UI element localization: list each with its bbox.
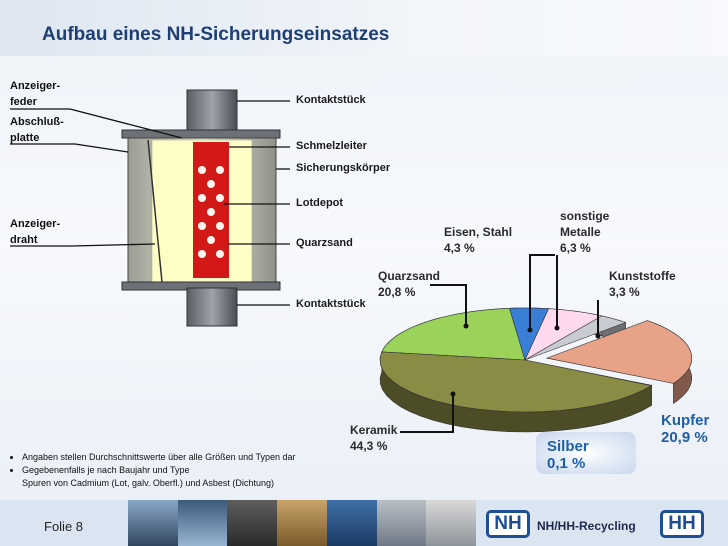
label-anzeiger-feder: Anzeiger- feder (10, 80, 61, 108)
pie-label-kupfer: Kupfer 20,9 % (661, 412, 710, 446)
label-kontaktstueck-bottom: Kontaktstück (296, 298, 366, 310)
label-sicherungskoerper: Sicherungskörper (296, 162, 391, 174)
bottom-contact (186, 287, 238, 327)
top-contact (186, 89, 238, 133)
note-item: Spuren von Cadmium (Lot, galv. Oberfl.) … (22, 478, 274, 488)
pie-label-silber: Silber 0,1 % (547, 438, 589, 472)
pie-slice-keramik (379, 351, 653, 413)
pie-leader-dot (554, 325, 560, 331)
page-title: Aufbau eines NH-Sicherungseinsatzes (42, 24, 390, 45)
fuse-diagram (10, 89, 290, 327)
hh-logo: HH (660, 510, 704, 538)
title-bar: Aufbau eines NH-Sicherungseinsatzes (0, 0, 728, 56)
label-schmelzleiter: Schmelzleiter (296, 140, 367, 152)
pie-slice-kupfer (545, 320, 692, 384)
label-kontaktstueck-top: Kontaktstück (296, 94, 366, 106)
pie-label-eisen-stahl: Eisen, Stahl 4,3 % (444, 225, 513, 255)
pie-leader-line (529, 254, 555, 330)
label-quarzsand-fuse: Quarzsand (296, 237, 353, 249)
leader-lines (10, 100, 290, 306)
label-lotdepot: Lotdepot (296, 197, 344, 209)
footnotes: Angaben stellen Durchschnittswerte über … (10, 451, 296, 490)
pie-leader-dot (527, 327, 533, 333)
brand-text: NH/HH-Recycling (537, 519, 636, 533)
slide-number: Folie 8 (44, 519, 84, 534)
pie-label-sonstige-metalle: sonstige Metalle 6,3 % (560, 209, 610, 255)
pie-slice-quarzsand (381, 307, 526, 361)
pie-leader-line (430, 284, 467, 326)
pie-leader-dot (463, 323, 469, 329)
photo-strip (128, 500, 477, 546)
pie-slice-kunststoffe (524, 315, 627, 361)
pie-leader-line (400, 394, 454, 433)
silver-highlight (536, 432, 636, 474)
pie-label-quarzsand: Quarzsand 20,8 % (378, 269, 441, 299)
indicator-wire (147, 139, 163, 283)
pie-leader-dot (595, 333, 601, 339)
note-item: Angaben stellen Durchschnittswerte über … (22, 451, 296, 464)
solder-dots (198, 166, 224, 258)
label-anzeiger-draht: Anzeiger- draht (10, 218, 61, 246)
label-abschluss-platte: Abschluß- platte (10, 116, 64, 144)
pie-leader-dot (450, 391, 456, 397)
pie-label-keramik: Keramik 44,3 % (350, 423, 398, 453)
nh-logo: NH (486, 510, 530, 538)
pie-label-kunststoffe: Kunststoffe 3,3 % (609, 269, 676, 299)
note-item: Gegebenenfalls je nach Baujahr und Type (22, 464, 296, 477)
